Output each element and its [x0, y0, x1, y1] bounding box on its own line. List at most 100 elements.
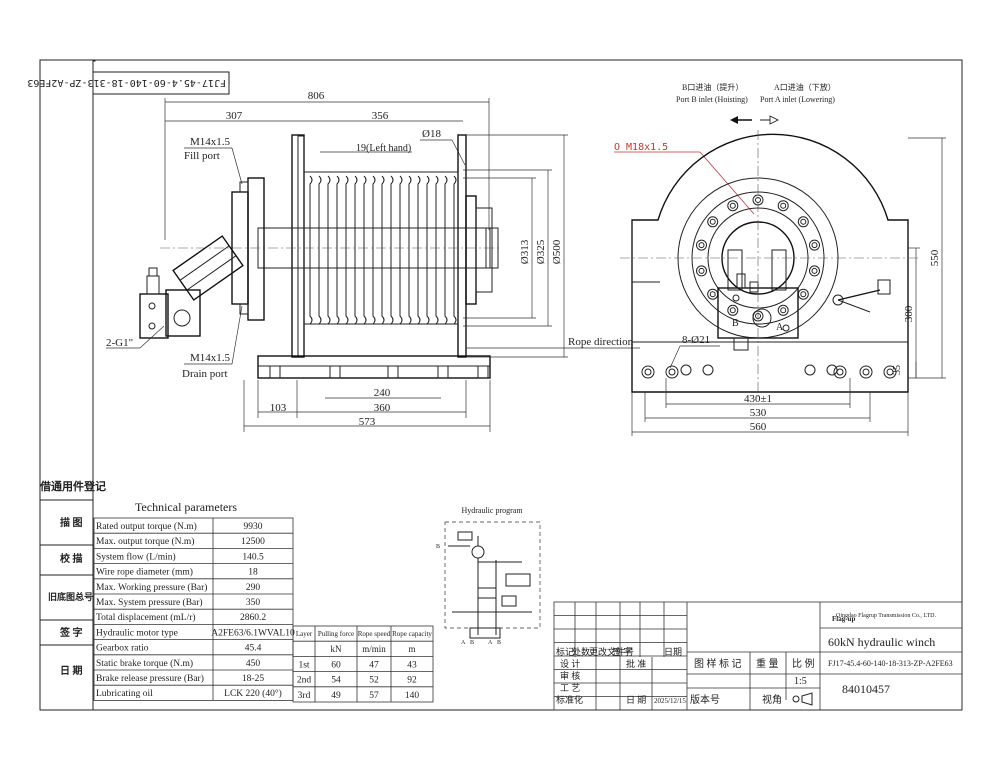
- rope-direction-label: Rope direction: [568, 336, 634, 348]
- fill-port-label: Fill port: [184, 150, 220, 162]
- title-approve: 批 准: [626, 658, 646, 669]
- rev-header: 更改文件号: [589, 646, 634, 657]
- dim-d325: Ø325: [535, 239, 547, 264]
- rev-header: 处数: [572, 646, 590, 657]
- dim-356: 356: [372, 110, 389, 122]
- projection-icon: [792, 695, 800, 703]
- company: Qingdao Flagrup Transmission Co., LTD.: [836, 613, 936, 619]
- tech-row-name: Hydraulic motor type: [96, 628, 178, 638]
- tech-row-name: Rated output torque (N.m): [96, 521, 197, 532]
- sign-label: 签 字: [59, 626, 83, 639]
- layer-header: Rope capacity: [392, 630, 432, 638]
- layer-cell: 1st: [298, 660, 309, 670]
- dim-35: 35: [892, 365, 903, 375]
- tech-row-value: 45.4: [245, 644, 262, 654]
- dim-d500: Ø500: [551, 239, 563, 264]
- tech-row-value: 12500: [241, 537, 265, 547]
- product-name: 60kN hydraulic winch: [828, 635, 935, 649]
- tech-row-value: 350: [246, 598, 261, 608]
- drawing-number: 84010457: [842, 682, 890, 696]
- arrow-hoist-icon: [730, 116, 738, 124]
- sample-mark: 图 样 标 记: [694, 657, 742, 670]
- hyd-b-1: B: [470, 640, 474, 646]
- tech-row-value: 450: [246, 659, 261, 669]
- tech-row-name: Wire rope diameter (mm): [96, 567, 193, 578]
- scale-value: 1:5: [794, 676, 807, 687]
- tech-row-name: Max. output torque (N.m): [96, 536, 194, 547]
- tech-row-value: LCK 220 (40°): [224, 688, 282, 699]
- port-b-marker: B: [732, 318, 739, 329]
- tech-row-value: 2860.2: [240, 613, 266, 623]
- product-code: FJ17-45.4-60-140-18-313-ZP-A2FE63: [828, 659, 953, 668]
- tech-row-value: 290: [246, 583, 261, 593]
- tech-row-value: 9930: [244, 522, 263, 532]
- tech-row-name: Total displacement (mL/r): [96, 612, 196, 623]
- weight-label: 重 量: [756, 657, 779, 670]
- layer-cell: 47: [369, 660, 379, 670]
- holes-label: 8-Ø21: [682, 334, 710, 346]
- layer-header: Layer: [296, 630, 313, 638]
- dim-550: 550: [929, 249, 941, 266]
- tech-row-name: System flow (L/min): [96, 551, 176, 562]
- tech-title: Technical parameters: [135, 500, 237, 514]
- layer-header: Pulling force: [318, 630, 354, 638]
- dim-flange-hole: Ø18: [422, 128, 441, 140]
- layer-header: Rope speed: [358, 630, 391, 638]
- brake-valve-icon: [505, 573, 531, 587]
- hyd-a-2: A: [488, 640, 493, 646]
- title-review: 审 核: [560, 670, 580, 681]
- check-label: 校 描: [60, 552, 83, 565]
- port-b-cn: B口进油（提升）: [682, 82, 743, 92]
- arrow-lower-icon: [769, 115, 779, 125]
- scale-label: 比 例: [792, 657, 815, 670]
- hydraulic-program: Hydraulic program B A B A B: [436, 506, 541, 646]
- rev-header: 日期: [664, 647, 682, 657]
- port-a-label: Port A inlet (Lowering): [760, 95, 835, 104]
- dim-307: 307: [226, 110, 243, 122]
- layer-cell: 52: [369, 676, 379, 686]
- drain-port-label: Drain port: [182, 368, 228, 380]
- tech-row-name: Static brake torque (N.m): [96, 658, 193, 669]
- layer-unit: m/min: [362, 644, 386, 654]
- tech-row-value: 18: [248, 568, 258, 578]
- dim-300: 300: [903, 305, 915, 322]
- hyd-b-top: B: [436, 544, 440, 550]
- layer-cell: 54: [331, 676, 341, 686]
- tech-row-value: 140.5: [242, 552, 264, 562]
- trace-label: 描 图: [60, 516, 83, 529]
- dim-360: 360: [374, 402, 391, 414]
- approval-column: 借通用件登记 描 图 校 描 旧底图总号 签 字 日 期: [39, 479, 106, 677]
- fill-port-size: M14x1.5: [190, 136, 231, 148]
- tech-row-name: Brake release pressure (Bar): [96, 673, 204, 684]
- title-standard: 标准化: [556, 694, 583, 705]
- layer-cell: 43: [407, 660, 417, 670]
- dim-573: 573: [359, 416, 376, 428]
- hydraulic-title: Hydraulic program: [461, 506, 523, 515]
- layer-unit: kN: [331, 644, 343, 654]
- layer-cell: 57: [369, 691, 379, 701]
- title-process: 工 艺: [560, 683, 580, 693]
- version-label: 版本号: [690, 693, 720, 706]
- dim-240: 240: [374, 387, 391, 399]
- view-label: 视角: [762, 693, 782, 706]
- tech-row-name: Lubricating oil: [96, 689, 153, 699]
- layer-cell: 140: [405, 691, 420, 701]
- date-label: 日 期: [60, 664, 83, 677]
- dim-560: 560: [750, 421, 767, 433]
- dim-d313: Ø313: [519, 239, 531, 264]
- dim-103: 103: [270, 402, 287, 414]
- layer-cell: 3rd: [298, 691, 311, 701]
- rev-header: 标记: [556, 646, 574, 657]
- dim-806: 806: [308, 90, 325, 102]
- layer-cell: 49: [331, 691, 341, 701]
- title-date_label: 日 期: [626, 695, 646, 705]
- stamp-box: [92, 71, 230, 95]
- front-view: 806 307 356 19(Left hand) Ø18: [106, 90, 640, 432]
- logo-text: Flag-up: [832, 615, 855, 623]
- archive-label: 旧底图总号: [48, 591, 93, 602]
- tech-row-value: 18-25: [242, 674, 264, 684]
- layer-cell: 60: [331, 660, 341, 670]
- drain-port-size: M14x1.5: [190, 352, 231, 364]
